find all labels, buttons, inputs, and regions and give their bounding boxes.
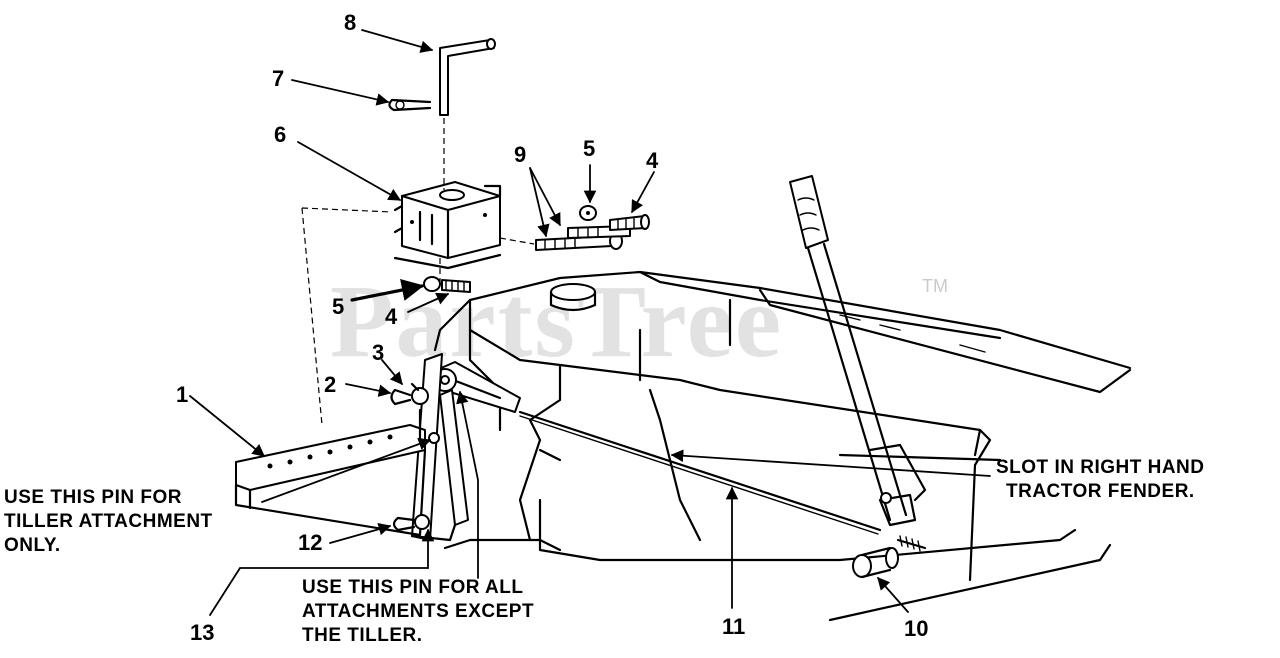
note-slot-line-1: SLOT IN RIGHT HAND bbox=[996, 457, 1205, 478]
note-tiller-line-1: USE THIS PIN FOR bbox=[4, 487, 182, 508]
pin-2-3-part bbox=[390, 382, 429, 406]
callout-4-bottom: 4 bbox=[385, 304, 398, 329]
l-pin-8 bbox=[439, 38, 496, 116]
callout-3: 3 bbox=[372, 340, 385, 365]
lift-rod bbox=[518, 410, 882, 535]
callout-10: 10 bbox=[904, 616, 929, 641]
note-all-attachments-pin: USE THIS PIN FOR ALL ATTACHMENTS EXCEPT … bbox=[302, 576, 534, 648]
hair-clip-7 bbox=[388, 98, 432, 112]
callout-2: 2 bbox=[324, 372, 337, 397]
note-all-line-3: THE TILLER. bbox=[302, 625, 423, 646]
watermark-trademark: TM bbox=[922, 276, 948, 296]
bracket-6 bbox=[393, 181, 502, 270]
callout-5-bottom: 5 bbox=[332, 294, 345, 319]
pin-12-13-part bbox=[392, 432, 440, 532]
bolts-and-washers bbox=[423, 205, 650, 293]
alignment-lines bbox=[301, 118, 535, 426]
tractor-frame bbox=[433, 270, 1132, 622]
callout-9: 9 bbox=[514, 142, 527, 167]
leader-arrows bbox=[189, 29, 991, 616]
note-slot-line-2: TRACTOR FENDER. bbox=[1006, 481, 1195, 502]
note-fender-slot: SLOT IN RIGHT HAND TRACTOR FENDER. bbox=[996, 456, 1205, 504]
note-all-line-1: USE THIS PIN FOR ALL bbox=[302, 577, 524, 598]
callout-1: 1 bbox=[176, 382, 189, 407]
drawbar bbox=[234, 408, 427, 537]
callout-5-top: 5 bbox=[583, 136, 596, 161]
note-tiller-line-3: ONLY. bbox=[4, 535, 61, 556]
callout-11: 11 bbox=[722, 614, 746, 639]
callout-7: 7 bbox=[272, 66, 285, 91]
callout-12: 12 bbox=[298, 530, 323, 555]
pin-10-part bbox=[852, 546, 899, 579]
note-tiller-line-2: TILLER ATTACHMENT bbox=[4, 511, 213, 532]
callout-6: 6 bbox=[274, 122, 287, 147]
note-tiller-pin: USE THIS PIN FOR TILLER ATTACHMENT ONLY. bbox=[4, 486, 213, 558]
callout-4-top: 4 bbox=[646, 148, 659, 173]
note-all-line-2: ATTACHMENTS EXCEPT bbox=[302, 601, 535, 622]
lift-lever bbox=[789, 175, 927, 552]
callout-8: 8 bbox=[344, 10, 357, 35]
callout-13: 13 bbox=[190, 620, 215, 645]
